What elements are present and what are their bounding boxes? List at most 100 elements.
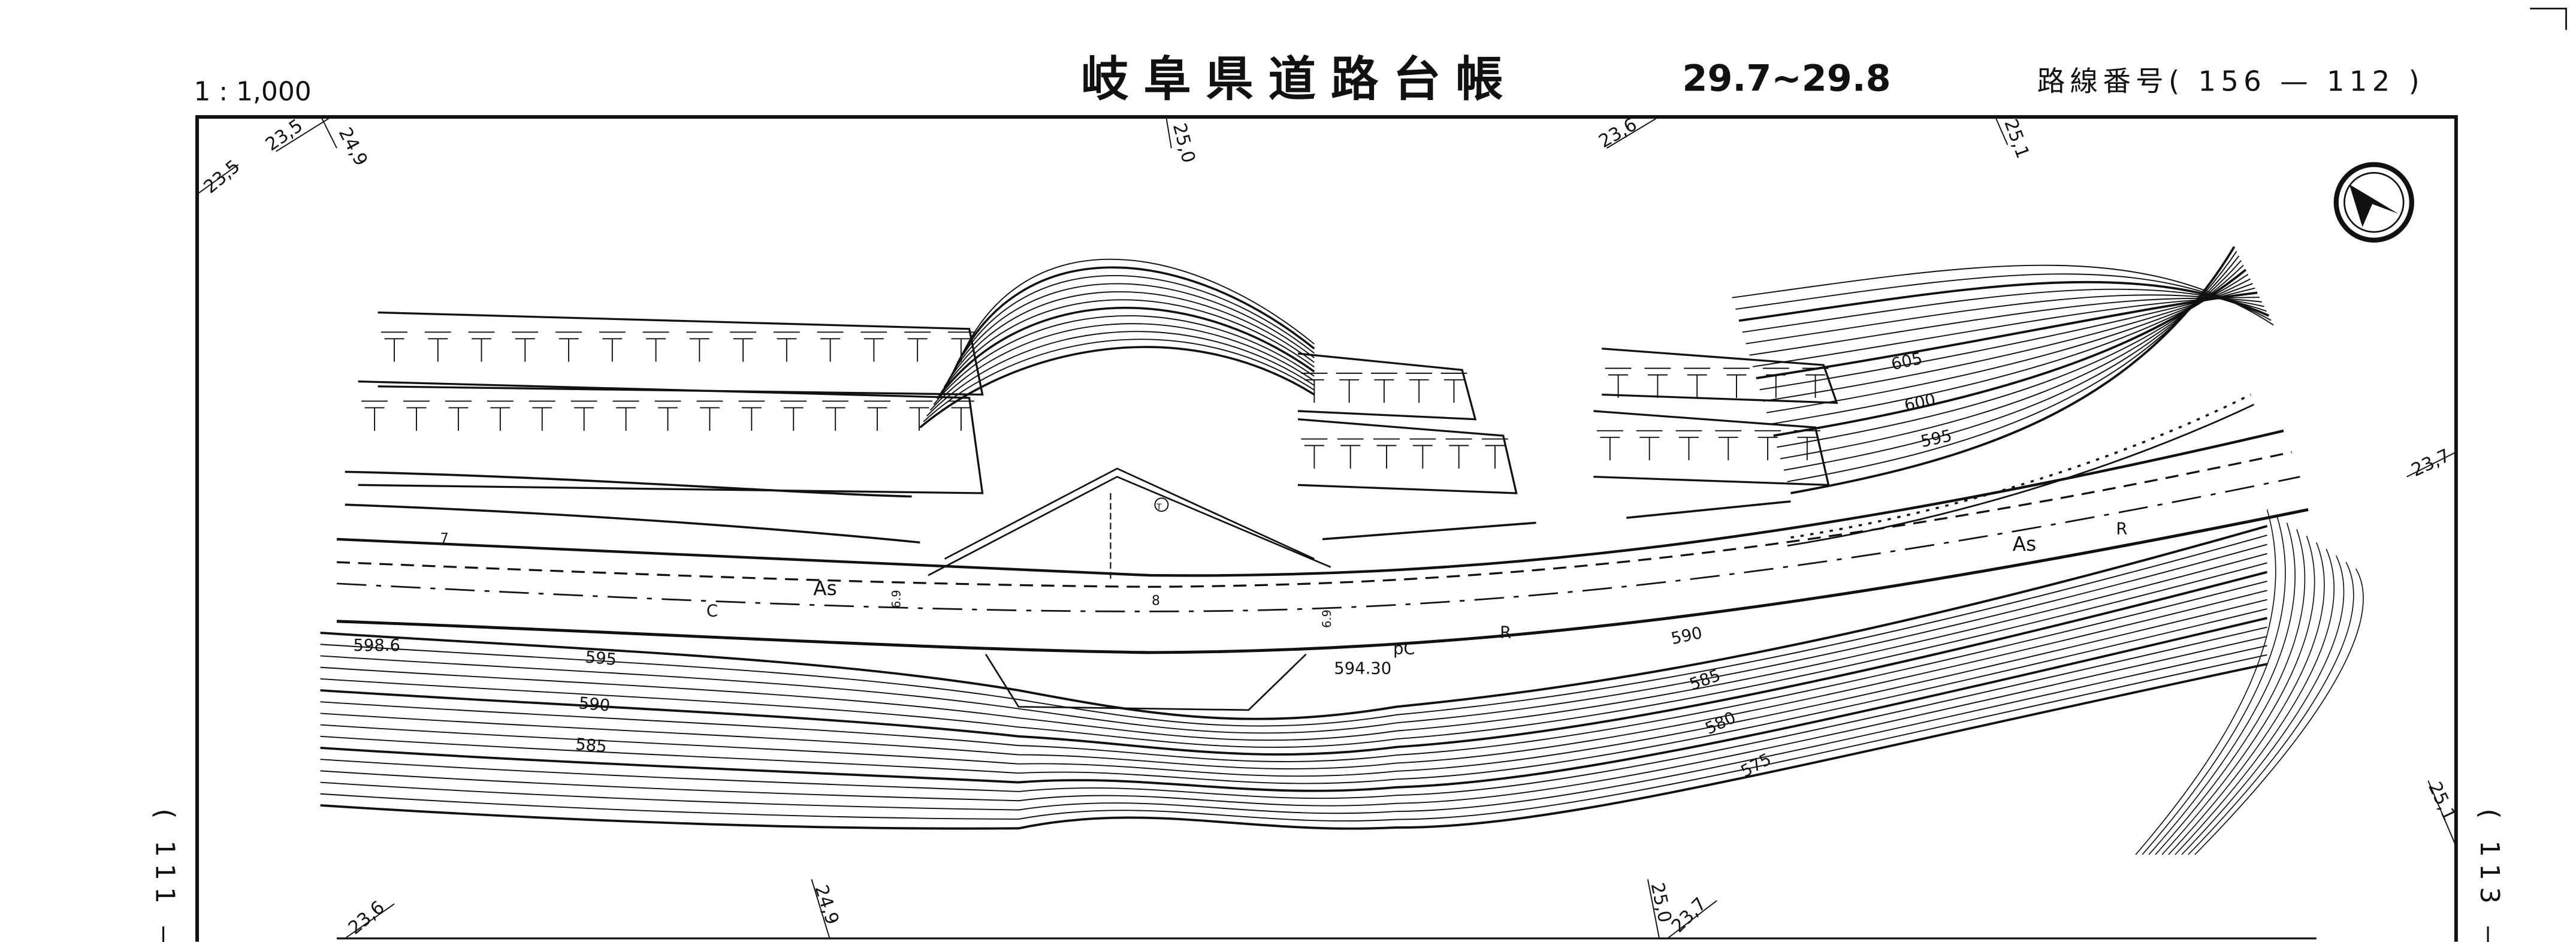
contour-line [358,380,984,494]
contour-line [696,400,723,431]
contour-line [1684,367,1711,398]
contour-line [1793,430,1820,461]
contour-line [1723,367,1750,398]
contour-line [957,258,1315,365]
contour-line [1735,273,2272,321]
contour-line [320,544,2267,734]
contour-line [2135,509,2276,855]
contour-line [345,470,912,498]
svg-text:23,7: 23,7 [1668,893,1711,937]
contour-line [1732,264,2274,326]
contour-line [642,331,669,362]
contour-line [686,331,713,362]
c-label: C [706,602,718,621]
scale-label: 1 : 1,000 [194,77,312,107]
station-mark: 25,0 [1647,879,1675,939]
contour-line [612,400,639,431]
contour-line [1336,372,1363,403]
contour-line [320,645,2267,814]
contour-line [1752,297,2260,367]
contour-line [1297,352,1477,421]
contour-line [320,636,2267,807]
contour-line [936,306,1315,400]
contour-line [1482,438,1508,469]
contour-line [1749,297,2262,356]
contour-line [1297,418,1518,494]
contour-label: 605 [1889,349,1924,374]
contour-line [933,315,1315,405]
station-mark: 23,6 [345,897,395,939]
contour-line [403,400,430,431]
station-mark: 23,6 [1595,114,1657,152]
contour-line [320,552,2267,741]
contour-line [381,331,407,362]
contour-line [320,608,2267,784]
contour-line [1802,367,1829,398]
contour-line [947,331,974,362]
contour-label: 595 [1919,427,1954,451]
contour-line [320,570,2268,756]
contour-line [2188,561,2354,855]
contour-line [943,291,1315,388]
contour-line [950,274,1315,376]
contour-line [1626,500,1791,519]
contour-line [1675,430,1702,461]
surface-label: As [2013,532,2037,555]
contour-line [738,400,765,431]
contour-line [1440,372,1467,403]
svg-text:24,9: 24,9 [810,883,842,928]
contour-label: 595 [584,648,617,669]
contour-line [320,581,2267,762]
contour-lines [320,246,2364,855]
contour-line [1754,430,1781,461]
station-mark: 23,7 [2406,445,2457,481]
contour-line [1715,430,1742,461]
contour-label: 600 [1902,391,1937,415]
contour-line [487,400,514,431]
contour-line [906,400,932,431]
contour-line [1409,438,1436,469]
contour-line [320,654,2267,822]
contour-line [860,331,887,362]
contour-label: 590 [1669,624,1704,648]
surface-label: As [813,576,837,600]
pc-label: pC [1393,640,1415,659]
contour-label: 585 [575,735,608,756]
contour-line [320,562,2267,748]
contour-label: 590 [578,694,611,715]
contour-line [570,400,597,431]
contour-line [2142,516,2286,855]
contour-label: 575 [1738,750,1774,781]
contour-line [940,299,1315,394]
r-label: R [1500,623,1511,642]
contour-line [320,617,2267,792]
contour-label: 580 [1702,708,1739,738]
station-mark: 24,9 [810,879,842,939]
svg-text:23,6: 23,6 [1595,114,1641,152]
contour-line [1593,410,1830,487]
contour-line [424,331,451,362]
contour-line [730,331,757,362]
contour-line [320,525,2268,720]
contour-line [817,331,844,362]
page-title: 岐阜県道路台帳 [1081,52,1518,107]
contour-line [1301,372,1328,403]
map-frame [195,7,2567,942]
contour-line [2148,523,2296,855]
contour-line [512,331,539,362]
svg-text:24,9: 24,9 [334,124,372,170]
adjacent-sheet-left: ( 111 — [149,808,180,942]
contour-line [1762,367,1789,398]
svg-text:23,5: 23,5 [200,156,244,198]
contour-line [1445,438,1472,469]
mark-t: T [1156,502,1162,512]
contour-line [1769,274,2249,425]
contour-line [773,331,800,362]
km-label: 8 [1152,593,1160,608]
width-label: 6.9 [1320,609,1334,628]
contour-line [953,266,1315,371]
contour-line [1301,438,1328,469]
station-mark: 23,5 [197,156,244,198]
station-mark: 23,7 [1667,893,1717,939]
